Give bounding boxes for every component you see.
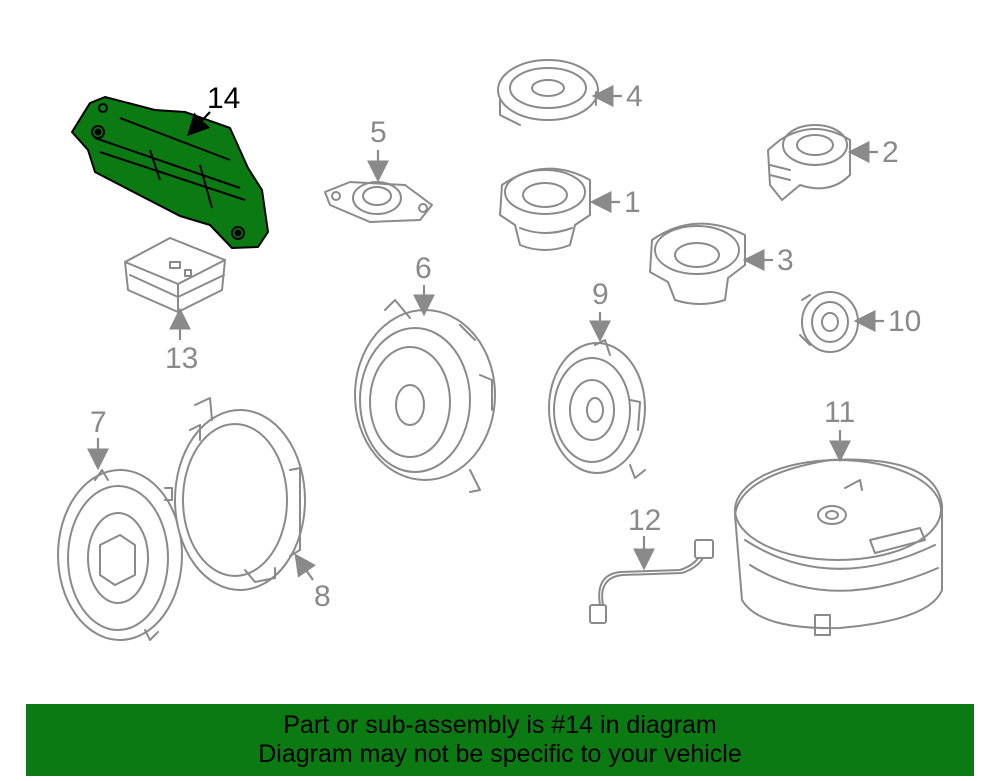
callout-label-13: 13 bbox=[165, 342, 198, 375]
part-12-wire-harness[interactable] bbox=[589, 539, 714, 624]
callout-11: 11 bbox=[824, 396, 855, 463]
callout-13: 13 bbox=[165, 307, 198, 375]
callout-3: 3 bbox=[742, 244, 794, 277]
banner-line-2: Diagram may not be specific to your vehi… bbox=[258, 740, 742, 768]
part-3-speaker[interactable] bbox=[649, 222, 746, 305]
callout-label-5: 5 bbox=[370, 116, 387, 149]
callout-4: 4 bbox=[591, 80, 643, 113]
callout-1: 1 bbox=[589, 186, 641, 219]
part-14-amplifier-bracket[interactable] bbox=[71, 96, 269, 249]
part-9-speaker[interactable] bbox=[548, 339, 646, 479]
callout-14: 14 bbox=[186, 82, 240, 137]
callout-7: 7 bbox=[87, 406, 109, 471]
callout-6: 6 bbox=[413, 252, 435, 317]
part-8-spacer-ring[interactable] bbox=[164, 397, 306, 591]
callout-label-1: 1 bbox=[624, 186, 641, 219]
part-2-speaker[interactable] bbox=[767, 124, 851, 201]
part-10-speaker[interactable] bbox=[799, 291, 859, 353]
callout-label-8: 8 bbox=[314, 580, 331, 613]
callout-label-9: 9 bbox=[592, 278, 609, 311]
part-7-speaker[interactable] bbox=[57, 469, 183, 641]
callout-5: 5 bbox=[367, 116, 389, 183]
callout-label-3: 3 bbox=[777, 244, 794, 277]
callout-2: 2 bbox=[847, 136, 899, 169]
callout-label-4: 4 bbox=[626, 80, 643, 113]
part-13-amplifier-module[interactable] bbox=[124, 237, 226, 313]
callout-12: 12 bbox=[628, 504, 661, 571]
callout-10: 10 bbox=[853, 305, 921, 338]
info-banner: Part or sub-assembly is #14 in diagram D… bbox=[26, 704, 974, 776]
part-5-tweeter[interactable] bbox=[324, 181, 433, 223]
parts-diagram: 14 13 5 4 1 2 3 10 6 9 7 8 bbox=[57, 59, 943, 641]
callout-label-2: 2 bbox=[882, 136, 899, 169]
part-6-door-speaker[interactable] bbox=[354, 299, 496, 493]
callout-label-11: 11 bbox=[824, 396, 855, 429]
part-1-speaker[interactable] bbox=[499, 167, 591, 251]
callout-label-10: 10 bbox=[888, 305, 921, 338]
banner-line-1: Part or sub-assembly is #14 in diagram bbox=[283, 711, 717, 739]
part-11-subwoofer[interactable] bbox=[734, 458, 943, 636]
callout-label-12: 12 bbox=[628, 504, 661, 537]
callout-label-14: 14 bbox=[207, 82, 240, 115]
callout-8: 8 bbox=[294, 553, 331, 613]
part-4-tweeter[interactable] bbox=[497, 59, 599, 126]
callout-9: 9 bbox=[589, 278, 611, 343]
callout-label-7: 7 bbox=[90, 406, 107, 439]
callout-label-6: 6 bbox=[415, 252, 432, 285]
